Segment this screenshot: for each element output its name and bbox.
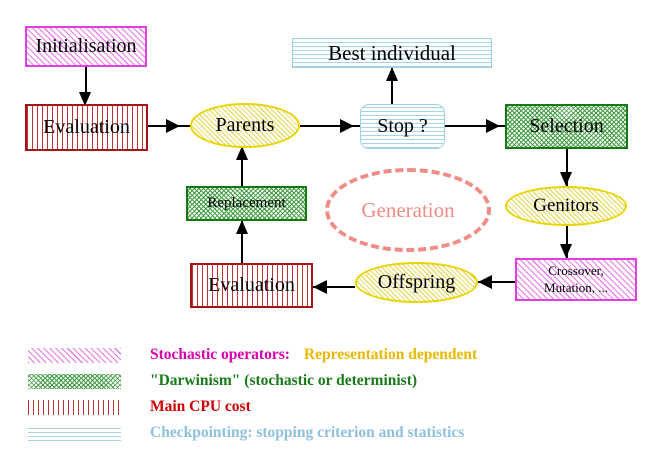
node-evaluation-bottom[interactable]: Evaluation	[190, 263, 313, 308]
node-offspring-label: Offspring	[377, 271, 456, 293]
node-initialisation[interactable]: Initialisation	[25, 26, 147, 67]
node-stop[interactable]: Stop ?	[360, 104, 445, 149]
arrowhead-stop-to-selection	[486, 119, 500, 133]
node-evaluation-top-label: Evaluation	[43, 116, 130, 138]
arrowhead-genitors-to-crossover	[560, 244, 572, 258]
legend-swatch-red-vertical-hatch	[28, 399, 121, 415]
legend-row-darwinism: "Darwinism" (stochastic or determinist)	[28, 370, 417, 392]
node-stop-label: Stop ?	[377, 115, 428, 137]
connector-evaluation-to-replacement	[241, 220, 243, 263]
node-selection-label: Selection	[529, 115, 604, 137]
node-selection[interactable]: Selection	[505, 104, 628, 149]
node-evaluation-bottom-label: Evaluation	[208, 274, 295, 296]
arrowhead-crossover-to-offspring	[478, 275, 492, 289]
node-crossover-label-line2: Mutation, ...	[544, 279, 608, 295]
legend-swatch-green-cross-hatch	[28, 373, 121, 389]
arrowhead-offspring-to-evaluation	[313, 280, 327, 294]
node-best-individual-label: Best individual	[328, 40, 456, 65]
legend-swatch-magenta-diagonal-hatch	[28, 347, 121, 363]
generation-label: Generation	[361, 197, 455, 222]
legend-row-checkpointing: Checkpointing: stopping criterion and st…	[28, 422, 464, 444]
legend-row-stochastic-operators: Stochastic operators: Representation dep…	[28, 344, 477, 366]
node-best-individual[interactable]: Best individual	[292, 38, 492, 68]
generation-cycle-ellipse: Generation	[325, 168, 491, 252]
legend-label-representation-dependent: Representation dependent	[303, 346, 478, 363]
node-parents[interactable]: Parents	[190, 103, 300, 148]
arrowhead-parents-to-stop	[340, 119, 354, 133]
connector-replacement-to-parents	[241, 146, 243, 186]
connector-parents-to-stop	[300, 125, 360, 127]
node-genitors[interactable]: Genitors	[505, 186, 627, 226]
connector-initialisation-to-evaluation	[85, 66, 87, 94]
arrowhead-selection-to-genitors	[560, 172, 572, 186]
node-crossover-mutation[interactable]: Crossover, Mutation, ...	[515, 258, 637, 301]
arrowhead-replacement-to-parents	[236, 146, 248, 160]
node-replacement[interactable]: Replacement	[186, 186, 307, 221]
connector-offspring-to-evaluation	[313, 286, 355, 288]
node-offspring[interactable]: Offspring	[355, 262, 478, 303]
connector-crossover-to-offspring	[478, 281, 515, 283]
connector-selection-to-genitors	[566, 148, 568, 186]
connector-genitors-to-crossover	[566, 225, 568, 258]
arrowhead-initialisation-to-evaluation	[79, 92, 91, 106]
connector-stop-to-selection	[445, 125, 505, 127]
node-initialisation-label: Initialisation	[35, 35, 137, 57]
connector-stop-to-best-individual	[391, 67, 393, 105]
node-evaluation-top[interactable]: Evaluation	[25, 104, 148, 151]
node-parents-label: Parents	[215, 114, 275, 136]
legend-row-main-cpu-cost: Main CPU cost	[28, 396, 251, 418]
arrowhead-stop-to-best-individual	[386, 67, 398, 81]
node-crossover-label-line1: Crossover,	[548, 263, 604, 279]
arrowhead-evaluation-to-replacement	[236, 220, 248, 234]
legend-label-stochastic-operators: Stochastic operators:	[150, 346, 290, 363]
node-replacement-label: Replacement	[207, 194, 286, 211]
node-genitors-label: Genitors	[533, 195, 599, 217]
arrowhead-evaluation-to-parents	[166, 119, 180, 133]
legend-label-checkpointing: Checkpointing: stopping criterion and st…	[150, 424, 465, 441]
legend-label-darwinism: "Darwinism" (stochastic or determinist)	[150, 372, 418, 389]
legend-swatch-blue-horizontal-hatch	[28, 425, 121, 441]
legend-label-main-cpu-cost: Main CPU cost	[150, 398, 251, 415]
